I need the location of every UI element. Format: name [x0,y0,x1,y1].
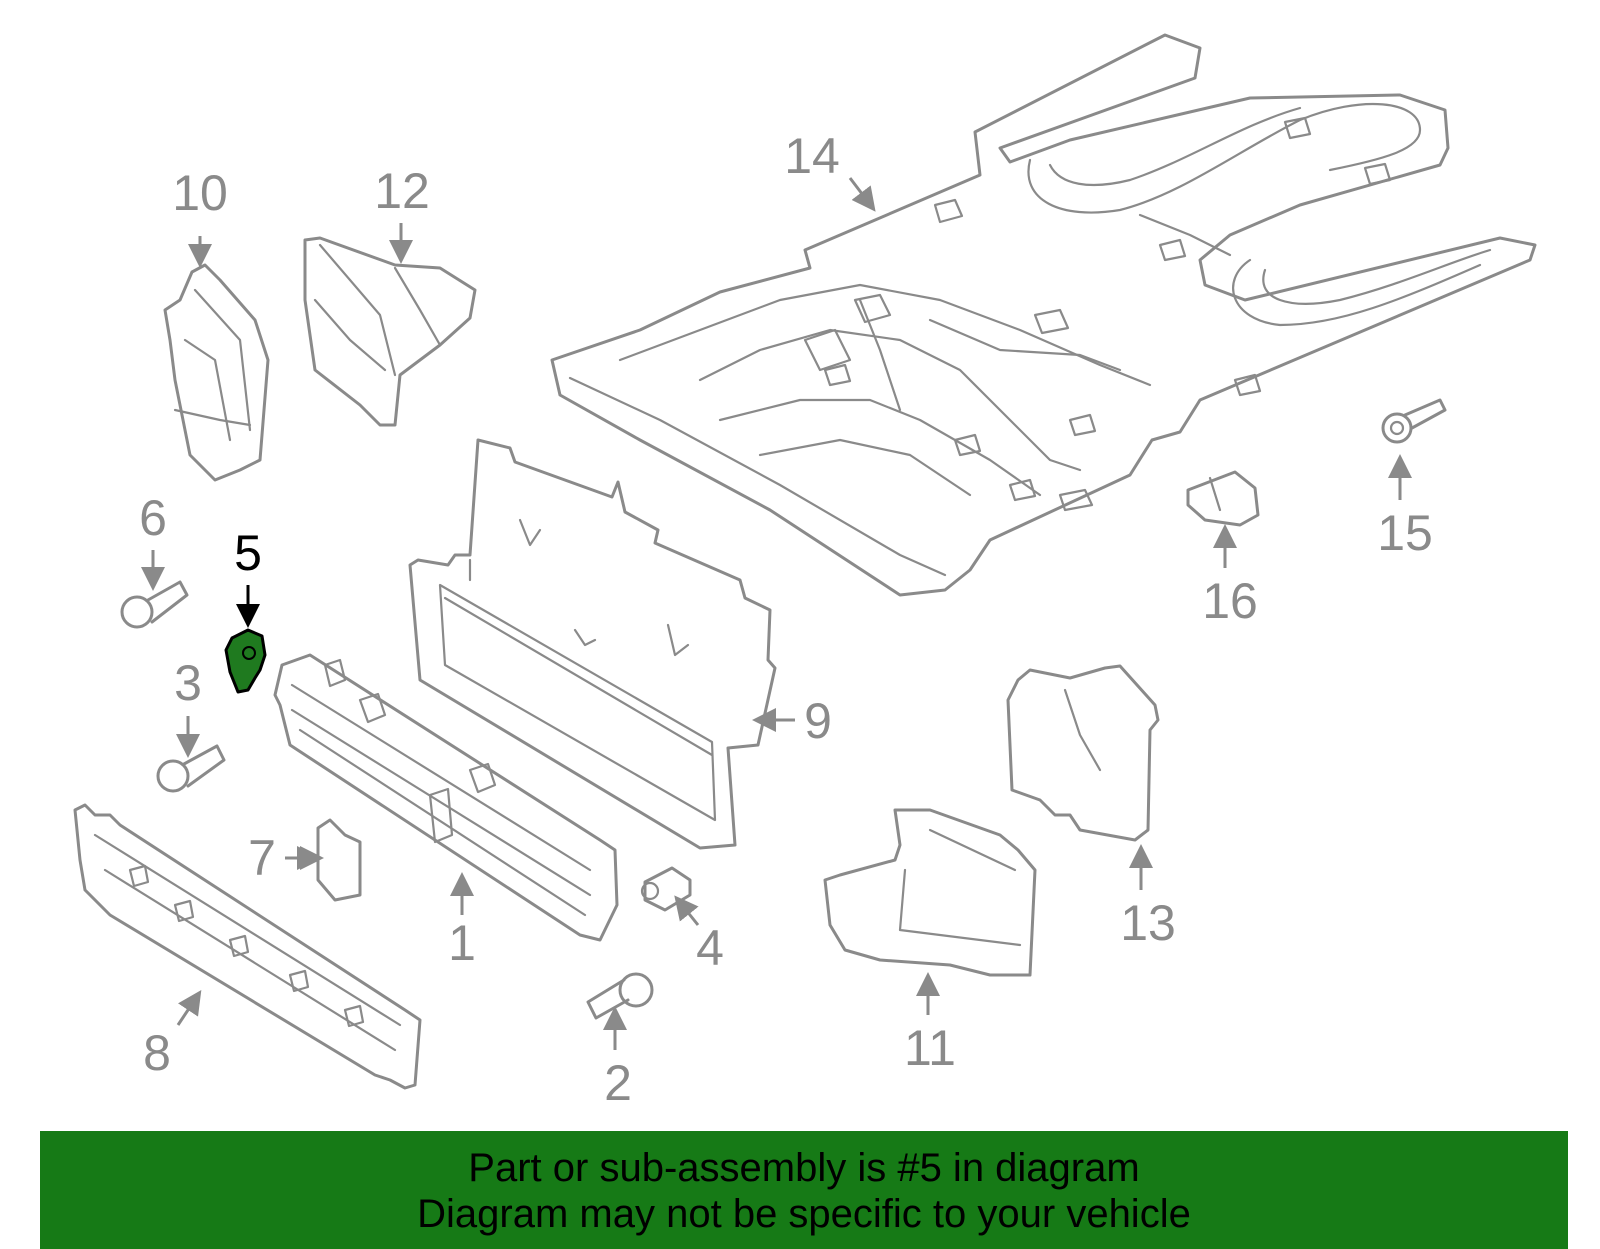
callout-10: 10 [172,165,228,221]
callout-15: 15 [1377,505,1433,561]
callout-11: 11 [904,1020,956,1076]
callout-lines [141,177,1412,1050]
callout-8: 8 [143,1025,171,1081]
part-11-lower-duct [823,808,1037,977]
callout-12: 12 [374,163,430,219]
banner-line-part: Part or sub-assembly is #5 in diagram [468,1146,1140,1190]
part-1-grille-support [273,653,619,942]
info-banner: Part or sub-assembly is #5 in diagram Di… [40,1131,1568,1249]
callout-numbers: 10 12 14 6 5 3 7 8 1 4 2 9 11 13 15 16 [139,128,1433,1111]
part-9-shroud-panel [408,438,777,850]
part-2-bolt [586,972,654,1020]
callout-6: 6 [139,490,167,546]
callout-3: 3 [174,655,202,711]
part-8-lower-deflector [73,803,422,1090]
part-16-clip [1186,470,1260,527]
part-10-air-guide [163,263,270,482]
part-4-bushing [640,866,692,912]
part-13-side-panel [1006,664,1160,842]
callout-2: 2 [604,1055,632,1111]
banner-line-disclaimer: Diagram may not be specific to your vehi… [417,1192,1191,1236]
part-6-bolt [120,580,189,629]
callout-13: 13 [1120,895,1176,951]
part-5-retainer-highlighted [224,628,267,694]
callout-7: 7 [248,830,276,886]
part-7-bracket [316,818,362,902]
part-3-bolt [156,744,226,793]
callout-4: 4 [696,920,724,976]
part-15-push-pin [1381,398,1447,444]
callout-1: 1 [448,915,476,971]
callout-14: 14 [784,128,840,184]
callout-5-highlighted: 5 [234,525,262,581]
part-12-air-duct [303,236,477,427]
callout-9: 9 [804,693,832,749]
part-14-underbody-panel [550,33,1537,597]
callout-16: 16 [1202,573,1258,629]
